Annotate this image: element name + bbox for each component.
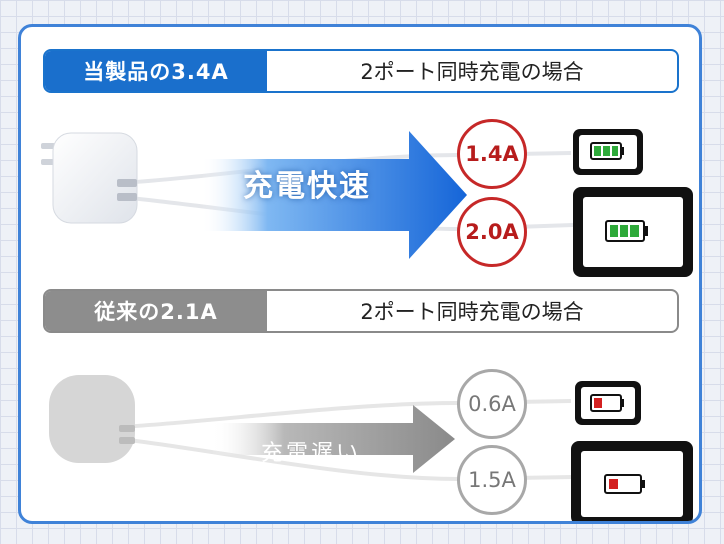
charger-icon (49, 375, 135, 463)
new-product-header-bar: 当製品の3.4A 2ポート同時充電の場合 (43, 49, 679, 93)
fast-charging-scene: 充電快速 1.4A 2.0A (21, 97, 699, 277)
output-circle-2: 1.5A (457, 445, 527, 515)
conventional-header-bar: 従来の2.1A 2ポート同時充電の場合 (43, 289, 679, 333)
slow-charging-illustration (49, 375, 693, 521)
output-circle-1: 1.4A (457, 119, 527, 189)
phone-icon (575, 381, 641, 425)
conventional-tag: 従来の2.1A (45, 291, 267, 331)
output-circle-1: 0.6A (457, 369, 527, 439)
output-circle-2: 2.0A (457, 197, 527, 267)
fast-charging-illustration (41, 129, 693, 277)
fast-charge-label: 充電快速 (243, 169, 371, 204)
slow-charge-label: 充電遅い (261, 441, 362, 466)
new-product-tag: 当製品の3.4A (45, 51, 267, 91)
cable-lines (120, 399, 574, 482)
fast-arrow-icon (201, 131, 467, 259)
charger-icon (41, 132, 138, 224)
new-product-description: 2ポート同時充電の場合 (360, 60, 584, 84)
slow-arrow-icon (211, 405, 455, 473)
tablet-icon (573, 187, 693, 277)
tablet-icon (571, 441, 693, 521)
phone-icon (573, 129, 643, 175)
comparison-panel: 当製品の3.4A 2ポート同時充電の場合 (18, 24, 702, 524)
conventional-description: 2ポート同時充電の場合 (360, 300, 584, 324)
slow-charging-scene: 充電遅い 0.6A 1.5A (21, 339, 699, 521)
